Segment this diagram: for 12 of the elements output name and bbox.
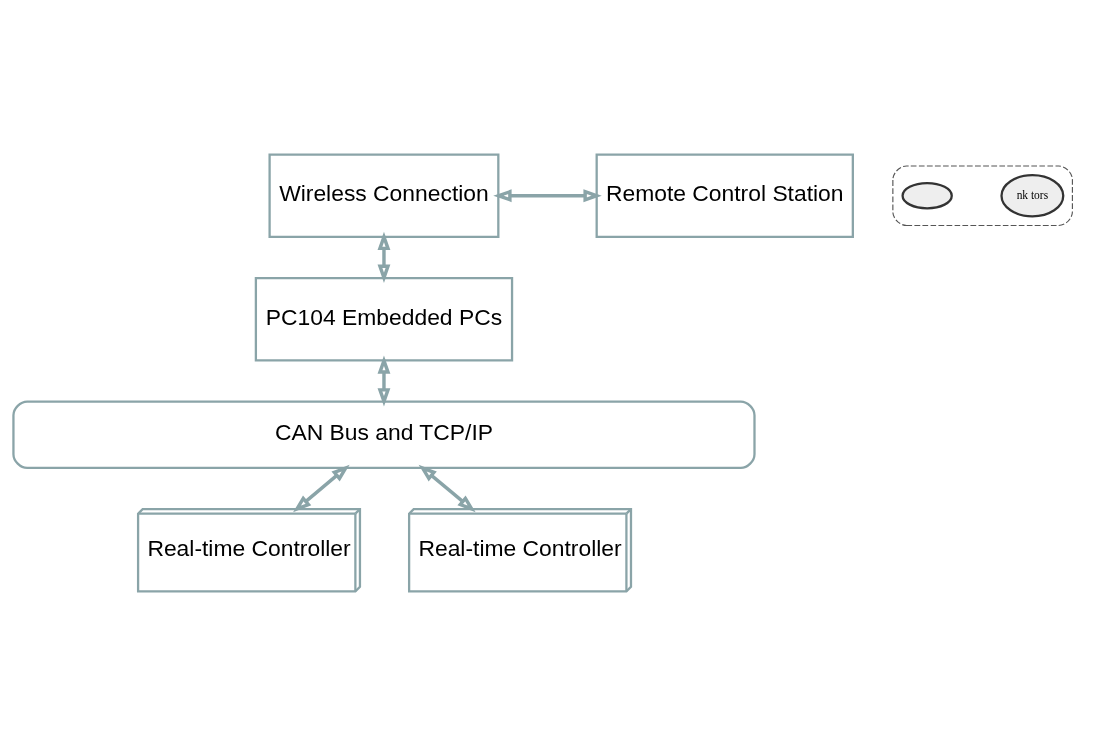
node-box: PC104 Embedded PCs (254, 276, 514, 362)
node-box: CAN Bus and TCP/IP (12, 399, 756, 469)
arrow (377, 354, 391, 407)
node-ellipse: nk tors (1000, 173, 1065, 217)
node-box: Wireless Connection (268, 152, 500, 238)
arrow (293, 464, 350, 512)
node-ellipse (901, 181, 953, 209)
arrow (377, 231, 391, 283)
cluster (892, 164, 1073, 226)
arrow (418, 464, 476, 512)
arrow (493, 188, 602, 202)
node-box: Remote Control Station (595, 152, 854, 238)
